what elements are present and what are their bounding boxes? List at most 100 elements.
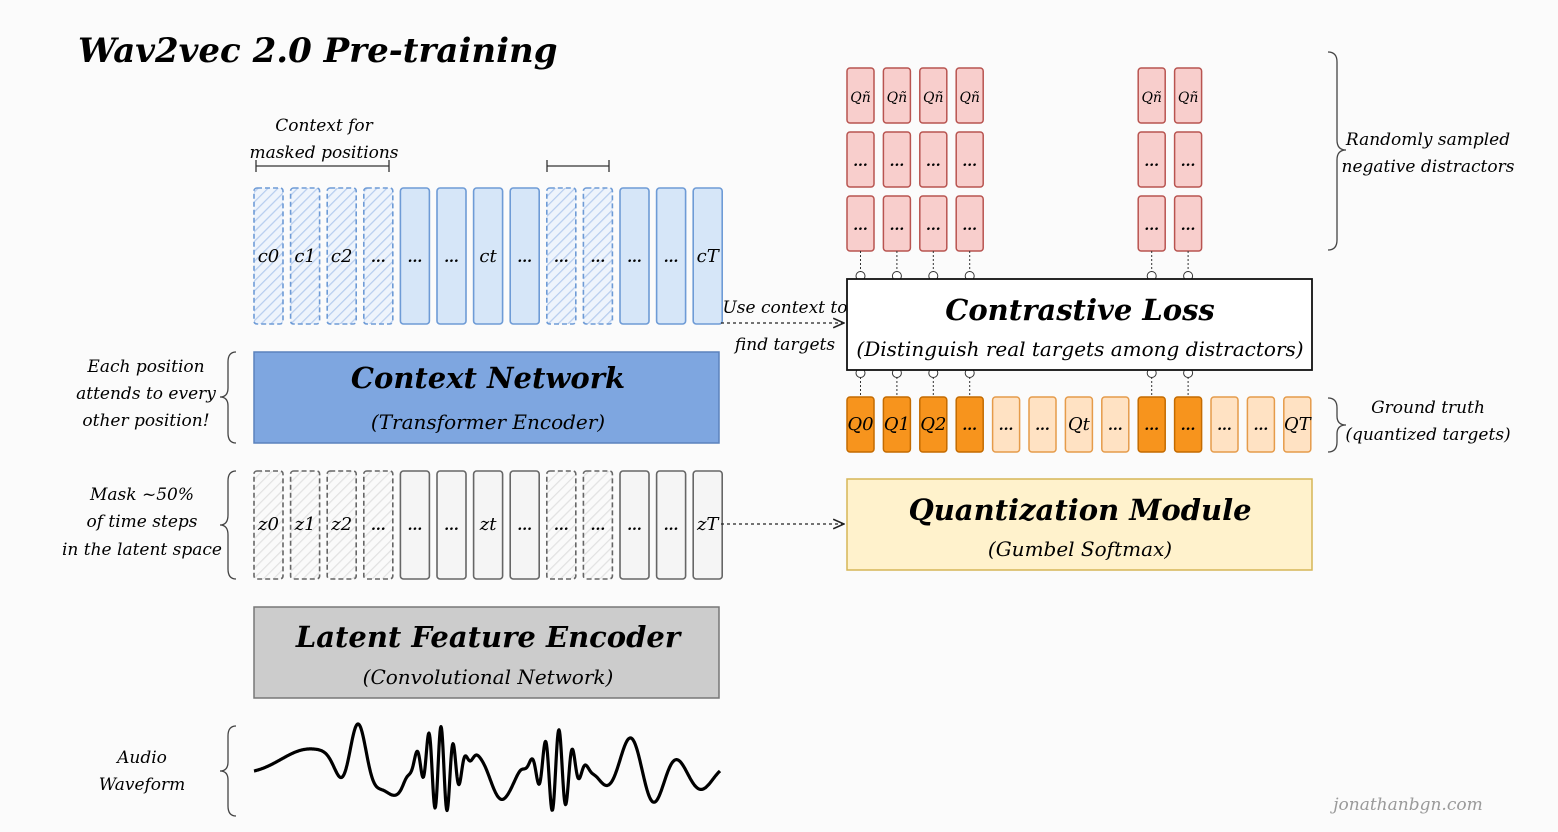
latent-vector-label: ... bbox=[408, 518, 423, 534]
negative-distractor-label: Qñ bbox=[1178, 90, 1199, 106]
use-context-label-1: Use context to bbox=[722, 298, 847, 318]
quantized-target-cell bbox=[1210, 396, 1239, 453]
negative-distractor-label: Qñ bbox=[850, 90, 871, 106]
latent-vector-label: z1 bbox=[294, 514, 316, 535]
negative-distractor-cell bbox=[846, 131, 875, 188]
latent-vector-label: ... bbox=[371, 518, 386, 534]
context-vector-label: c1 bbox=[294, 246, 316, 267]
quantized-target-label: Q2 bbox=[920, 414, 946, 435]
quantized-target-label: ... bbox=[1144, 418, 1159, 434]
negative-distractor-label: ... bbox=[890, 154, 905, 170]
latent-vector-cell bbox=[436, 470, 467, 580]
context-vector-label: ... bbox=[517, 250, 532, 266]
latent-vector-cell bbox=[472, 470, 504, 580]
negative-distractor-cell bbox=[1137, 67, 1166, 124]
quantized-target-cell bbox=[882, 396, 912, 453]
context-vector-label: ... bbox=[371, 250, 386, 266]
latent-feature-encoder-box bbox=[253, 606, 720, 699]
context-vector-cell bbox=[253, 187, 284, 325]
context-vector-cell bbox=[399, 187, 431, 325]
negative-distractor-cell bbox=[955, 131, 984, 188]
context-vector-cell bbox=[326, 187, 358, 325]
negative-distractor-label: ... bbox=[926, 218, 941, 234]
negative-distractor-label: ... bbox=[1144, 218, 1159, 234]
audio-brace bbox=[219, 725, 237, 817]
context-span-bracket-left bbox=[255, 160, 390, 172]
audio-label-1: Audio bbox=[115, 748, 167, 768]
quantization-module-title: Quantization Module bbox=[908, 493, 1251, 527]
negative-distractor-label: ... bbox=[890, 218, 905, 234]
negative-distractor-label: ... bbox=[853, 218, 868, 234]
latent-vector-cell bbox=[582, 470, 614, 580]
negatives-label-1: Randomly sampled bbox=[1345, 130, 1510, 150]
each-position-label-2: attends to every bbox=[76, 384, 216, 404]
quantized-target-label: ... bbox=[1181, 418, 1196, 434]
ground-truth-label-1: Ground truth bbox=[1371, 398, 1485, 418]
negative-distractor-cell bbox=[919, 131, 948, 188]
latent-vector-label: ... bbox=[517, 518, 532, 534]
context-vector-cell bbox=[472, 187, 504, 325]
context-vector-cell bbox=[692, 187, 724, 325]
latent-vector-cell bbox=[619, 470, 650, 580]
context-vector-cell bbox=[545, 187, 577, 325]
quantized-target-cell bbox=[1283, 396, 1312, 453]
quantized-target-label: Q0 bbox=[847, 414, 873, 435]
watermark: jonathanbgn.com bbox=[1329, 795, 1482, 815]
context-vector-label: c0 bbox=[258, 246, 280, 267]
context-network-subtitle: (Transformer Encoder) bbox=[371, 410, 605, 434]
context-vector-label: ... bbox=[408, 250, 423, 266]
each-position-brace bbox=[219, 351, 237, 444]
context-vector-cell bbox=[289, 187, 321, 325]
latent-feature-encoder-subtitle: (Convolutional Network) bbox=[363, 665, 614, 689]
negative-distractor-label: ... bbox=[926, 154, 941, 170]
latent-vector-label: z0 bbox=[257, 514, 279, 535]
latent-vector-cell bbox=[692, 470, 724, 580]
context-vector-label: ct bbox=[479, 246, 497, 267]
context-vector-cell bbox=[436, 187, 467, 325]
negative-distractor-cell bbox=[882, 131, 912, 188]
diagram-title: Wav2vec 2.0 Pre-training bbox=[78, 31, 558, 71]
latent-vector-label: ... bbox=[554, 518, 569, 534]
ground-truth-brace bbox=[1327, 397, 1347, 453]
each-position-label-1: Each position bbox=[86, 357, 204, 377]
negative-distractor-label: Qñ bbox=[959, 90, 980, 106]
negative-distractor-label: Qñ bbox=[1141, 90, 1162, 106]
quantized-target-cell bbox=[991, 396, 1021, 453]
quantized-target-label: ... bbox=[962, 418, 977, 434]
quantized-target-cell bbox=[919, 396, 948, 453]
context-vector-label: ... bbox=[444, 250, 459, 266]
context-vector-cell bbox=[362, 187, 394, 325]
mask-label-2: of time steps bbox=[86, 512, 197, 532]
quantized-target-cell bbox=[1064, 396, 1094, 453]
mask-label-1: Mask ~50% bbox=[89, 485, 194, 505]
context-vector-cell bbox=[582, 187, 614, 325]
mask-brace bbox=[219, 470, 237, 580]
negative-distractor-label: ... bbox=[1144, 154, 1159, 170]
context-network-title: Context Network bbox=[351, 361, 625, 395]
quantization-module-subtitle: (Gumbel Softmax) bbox=[988, 537, 1172, 561]
quantized-target-label: Qt bbox=[1068, 414, 1091, 435]
context-for-masked-label-1: Context for bbox=[275, 116, 373, 136]
quantized-target-cell bbox=[846, 396, 875, 453]
latent-vector-label: ... bbox=[444, 518, 459, 534]
quantized-target-cell bbox=[1173, 396, 1203, 453]
context-vector-label: cT bbox=[697, 246, 721, 267]
negative-distractor-label: Qñ bbox=[923, 90, 944, 106]
contrastive-loss-box bbox=[846, 278, 1313, 371]
context-vector-label: c2 bbox=[331, 246, 353, 267]
negative-distractor-label: Qñ bbox=[887, 90, 908, 106]
latent-vector-cell bbox=[509, 470, 541, 580]
negatives-brace bbox=[1327, 51, 1347, 251]
latent-vector-cell bbox=[253, 470, 284, 580]
latent-vector-cell bbox=[326, 470, 358, 580]
negative-distractor-label: ... bbox=[962, 218, 977, 234]
quantized-target-cell bbox=[1028, 396, 1057, 453]
contrastive-loss-subtitle: (Distinguish real targets among distract… bbox=[856, 337, 1303, 361]
each-position-label-3: other position! bbox=[82, 411, 209, 431]
audio-waveform bbox=[252, 722, 722, 813]
context-vector-label: ... bbox=[664, 250, 679, 266]
